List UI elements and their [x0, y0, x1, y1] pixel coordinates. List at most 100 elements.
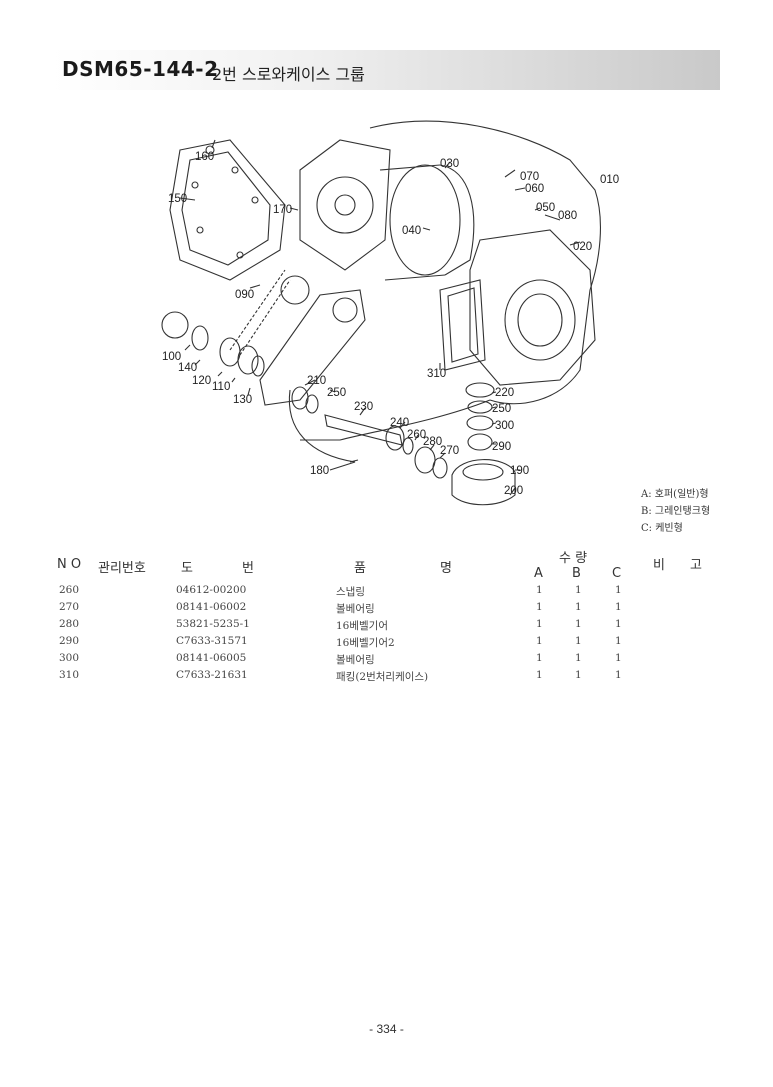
- cell-qty-b: 1: [575, 635, 582, 647]
- cell-name: 볼베어링: [336, 654, 375, 666]
- header-bar: [52, 50, 720, 90]
- sprocket-small: [161, 311, 189, 339]
- cell-no: 270: [59, 601, 80, 613]
- callout-140: 140: [178, 362, 197, 374]
- table-row: 310 C7633-21631 패킹(2번처리케이스) 1 1 1: [0, 669, 773, 686]
- cell-name: 스냅링: [336, 586, 365, 598]
- cell-qty-a: 1: [536, 601, 543, 613]
- col-header-qty: 수 량: [559, 551, 588, 566]
- cell-qty-c: 1: [615, 669, 622, 681]
- legend-item-c: C: 케빈형: [641, 523, 683, 534]
- housing: [469, 229, 596, 386]
- cell-name: 16베벨기어2: [336, 637, 395, 649]
- callout-200: 200: [504, 485, 523, 497]
- cell-no: 310: [59, 669, 80, 681]
- page-title: 2번 스로와케이스 그룹: [212, 65, 365, 84]
- cell-qty-c: 1: [615, 618, 622, 630]
- callout-060: 060: [525, 183, 544, 195]
- callout-230: 230: [354, 401, 373, 413]
- tension-arm: [259, 289, 366, 406]
- cell-no: 260: [59, 584, 80, 596]
- callout-190: 190: [510, 465, 529, 477]
- col-header-qty-c: C: [612, 566, 622, 581]
- callout-260: 260: [407, 429, 426, 441]
- callout-040: 040: [402, 225, 421, 237]
- col-header-item-2: 명: [440, 561, 452, 576]
- cell-qty-a: 1: [536, 584, 543, 596]
- col-header-qty-a: A: [534, 566, 543, 581]
- cell-drawing: C7633-21631: [176, 669, 248, 681]
- table-row: 280 53821-5235-1 16베벨기어 1 1 1: [0, 618, 773, 635]
- cell-qty-c: 1: [615, 584, 622, 596]
- callout-130: 130: [233, 394, 252, 406]
- callout-080: 080: [558, 210, 577, 222]
- cell-drawing: 53821-5235-1: [176, 618, 250, 630]
- cell-drawing: 04612-00200: [176, 584, 247, 596]
- col-header-no: N O: [57, 557, 82, 572]
- callout-120: 120: [192, 375, 211, 387]
- gearbox: [451, 459, 516, 506]
- callout-240: 240: [390, 417, 409, 429]
- callout-160: 160: [195, 151, 214, 163]
- callout-280: 280: [423, 436, 442, 448]
- page-number: - 334 -: [369, 1022, 404, 1036]
- col-header-remark-1: 비: [653, 558, 665, 573]
- col-header-remark-2: 고: [690, 558, 702, 573]
- callout-250: 250: [327, 387, 346, 399]
- cell-qty-c: 1: [615, 652, 622, 664]
- callout-290: 290: [492, 441, 511, 453]
- legend-item-a: A: 호퍼(일반)형: [641, 489, 709, 500]
- table-row: 260 04612-00200 스냅링 1 1 1: [0, 584, 773, 601]
- page-code: DSM65-144-2: [62, 57, 219, 81]
- callout-300: 300: [495, 420, 514, 432]
- callout-030: 030: [440, 158, 459, 170]
- cell-qty-b: 1: [575, 618, 582, 630]
- cell-no: 280: [59, 618, 80, 630]
- cell-name: 16베벨기어: [336, 620, 389, 632]
- callout-010: 010: [600, 174, 619, 186]
- cell-drawing: C7633-31571: [176, 635, 248, 647]
- callout-110: 110: [212, 381, 230, 393]
- cover-plate: [169, 139, 286, 281]
- cell-qty-b: 1: [575, 652, 582, 664]
- callout-210: 210: [307, 375, 326, 387]
- cell-qty-a: 1: [536, 669, 543, 681]
- callout-020: 020: [573, 241, 592, 253]
- col-header-qty-b: B: [572, 566, 581, 581]
- case-outline: [369, 120, 601, 405]
- legend-item-b: B: 그레인탱크형: [641, 506, 711, 517]
- cell-qty-c: 1: [615, 635, 622, 647]
- callout-170: 170: [273, 204, 292, 216]
- callout-150: 150: [168, 193, 187, 205]
- table-row: 290 C7633-31571 16베벨기어2 1 1 1: [0, 635, 773, 652]
- table-row: 270 08141-06002 볼베어링 1 1 1: [0, 601, 773, 618]
- exploded-parts-diagram: 1601501700300700600100500800400200901001…: [161, 120, 619, 506]
- callout-050: 050: [536, 202, 555, 214]
- callout-100: 100: [162, 351, 181, 363]
- col-header-drawing-2: 번: [242, 561, 254, 576]
- gasket: [439, 279, 486, 371]
- cell-qty-b: 1: [575, 584, 582, 596]
- cell-name: 패킹(2번처리케이스): [336, 671, 429, 683]
- cell-qty-c: 1: [615, 601, 622, 613]
- callout-070: 070: [520, 171, 539, 183]
- callout-250: 250: [492, 403, 511, 415]
- cell-qty-b: 1: [575, 669, 582, 681]
- callout-310: 310: [427, 368, 446, 380]
- cell-no: 300: [59, 652, 80, 664]
- cell-no: 290: [59, 635, 80, 647]
- table-row: 300 08141-06005 볼베어링 1 1 1: [0, 652, 773, 669]
- callout-270: 270: [440, 445, 459, 457]
- cell-drawing: 08141-06005: [176, 652, 247, 664]
- cell-name: 볼베어링: [336, 603, 375, 615]
- flange-plate: [299, 139, 391, 271]
- callout-090: 090: [235, 289, 254, 301]
- col-header-drawing-1: 도: [181, 561, 193, 576]
- callout-labels: 1601501700300700600100500800400200901001…: [162, 151, 619, 497]
- sprocket-large: [280, 275, 310, 305]
- cell-qty-a: 1: [536, 652, 543, 664]
- drum: [389, 164, 461, 276]
- cell-qty-a: 1: [536, 618, 543, 630]
- cell-drawing: 08141-06002: [176, 601, 247, 613]
- legend: A: 호퍼(일반)형 B: 그레인탱크형 C: 케빈형: [641, 486, 710, 537]
